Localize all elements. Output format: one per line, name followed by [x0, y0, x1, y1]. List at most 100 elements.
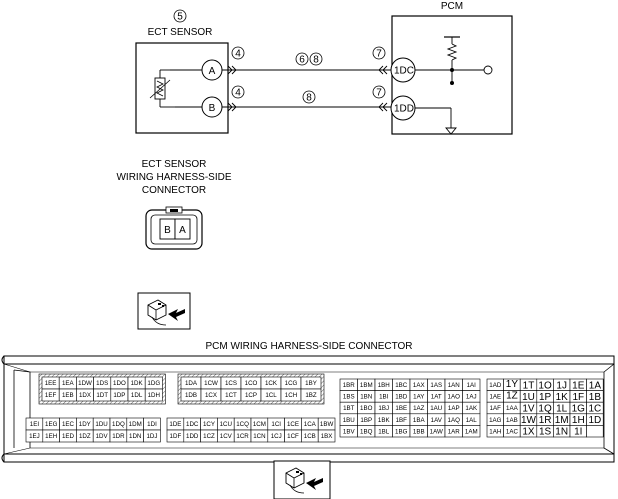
harness-caption-line-2: WIRING HARNESS-SIDE — [116, 172, 231, 183]
pin-cell — [144, 388, 163, 402]
pin-label: 1CG — [285, 380, 298, 387]
pin-label: 1Y — [506, 379, 519, 390]
pin-label: 1EJ — [29, 433, 40, 440]
terminal-b-label: B — [209, 103, 216, 114]
terminal-1dc-label: 1DC — [394, 66, 414, 77]
pin-label: 1BE — [395, 405, 407, 412]
pcm-connector-body — [1, 355, 615, 463]
pin-label: 1CJ — [271, 433, 282, 440]
pin-label: 1CK — [265, 380, 278, 387]
pin-label: 1AX — [413, 382, 425, 389]
pcm-wire-a-connector: 7 — [376, 49, 382, 60]
pin-label: 1BW — [320, 421, 334, 428]
pin-label: 1EF — [45, 392, 57, 399]
pin-label: 1CL — [265, 392, 277, 399]
pin-label: 1AZ — [413, 405, 425, 412]
pin-label: 1BH — [378, 382, 390, 389]
pin-label: 1CZ — [203, 433, 215, 440]
plug-view-icon-top — [137, 292, 191, 330]
pin-label: 1CS — [225, 380, 237, 387]
pin-label: 1BP — [360, 417, 372, 424]
pin-label: 1DH — [148, 392, 160, 399]
pin-label: 1CA — [304, 421, 317, 428]
pin-label: 1AK — [465, 405, 478, 412]
pin-label: 1CQ — [236, 421, 249, 428]
pin-label: 1BI — [379, 394, 389, 401]
pin-label: 1AR — [448, 428, 461, 435]
pin-label: 1AG — [489, 417, 502, 424]
pin-label: 1O — [538, 380, 552, 391]
pin-label: 1M — [555, 415, 569, 426]
ect-sensor: 5 ECT SENSOR A B — [135, 9, 229, 134]
pin-label: 1CP — [245, 392, 257, 399]
pin-label: 1AB — [506, 417, 518, 424]
pin-label: 1BM — [360, 382, 373, 389]
pin-cell — [586, 425, 604, 438]
pin-label: 1CV — [220, 433, 233, 440]
harness-pin-a-label: A — [179, 225, 186, 236]
pin-label: 1CF — [287, 433, 299, 440]
pin-label: 1AT — [431, 394, 442, 401]
pcm-wire-b-connector: 7 — [376, 88, 382, 99]
pin-label: 1BJ — [378, 405, 389, 412]
pcm-title: PCM — [441, 1, 463, 12]
pin-label: 1P — [539, 392, 552, 403]
pin-label: 1DK — [131, 380, 144, 387]
pin-label: 1CH — [285, 392, 297, 399]
pin-label: 1DV — [96, 433, 109, 440]
pin-label: 1BQ — [360, 428, 373, 435]
pin-label: 1DY — [79, 421, 91, 428]
pin-label: 1DB — [185, 392, 197, 399]
pin-label: 1BK — [378, 417, 391, 424]
pin-label: 1DO — [113, 380, 126, 387]
pin-label: 1DG — [147, 380, 160, 387]
pin-label: 1AL — [466, 417, 478, 424]
pin-label: 1CT — [225, 392, 237, 399]
wire-a-callout-2: 8 — [313, 55, 319, 66]
pin-label: 1BU — [343, 417, 355, 424]
terminal-1dd-label: 1DD — [394, 104, 414, 115]
pin-label: 1DE — [169, 421, 181, 428]
pin-label: 1BD — [395, 394, 408, 401]
ect-sensor-title: ECT SENSOR — [148, 27, 213, 38]
wire-b — [222, 102, 391, 112]
pin-label: 1I — [574, 427, 582, 438]
pin-label: 1CO — [245, 380, 258, 387]
pin-label: 1BA — [413, 417, 426, 424]
pin-label: 1U — [522, 392, 535, 403]
pin-label: 1D — [589, 415, 602, 426]
pin-label: 1DX — [79, 392, 91, 399]
pin-label: 1BX — [321, 433, 333, 440]
pin-label: 1CE — [287, 421, 299, 428]
pin-label: 1A — [589, 380, 602, 391]
pin-cell — [143, 429, 161, 443]
harness-caption-line-3: CONNECTOR — [142, 185, 206, 196]
pin-label: 1CM — [253, 421, 266, 428]
pin-cell — [300, 388, 322, 402]
pin-label: 1DC — [186, 421, 199, 428]
pin-label: 1DA — [185, 380, 198, 387]
pin-label: 1AV — [431, 417, 443, 424]
pin-label: 1BF — [396, 417, 408, 424]
pin-label: 1S — [539, 427, 552, 438]
pin-label: 1DW — [78, 380, 92, 387]
pin-label: 1EG — [45, 421, 58, 428]
pin-label: 1BT — [343, 405, 355, 412]
pin-label: 1AS — [430, 382, 442, 389]
pin-label: 1CB — [304, 433, 316, 440]
pin-label: 1EE — [45, 380, 57, 387]
pin-label: 1K — [556, 392, 569, 403]
pin-label: 1Z — [506, 391, 518, 402]
pin-label: 1AF — [490, 405, 502, 412]
pcm-internal-circuit — [415, 36, 493, 135]
pin-label: 1EI — [30, 421, 40, 428]
pin-label: 1CU — [220, 421, 232, 428]
pin-label: 1BZ — [305, 392, 317, 399]
pin-label: 1AM — [465, 428, 478, 435]
pin-label: 1EA — [62, 380, 75, 387]
ect-harness-connector: ECT SENSOR WIRING HARNESS-SIDE CONNECTOR… — [116, 159, 232, 250]
